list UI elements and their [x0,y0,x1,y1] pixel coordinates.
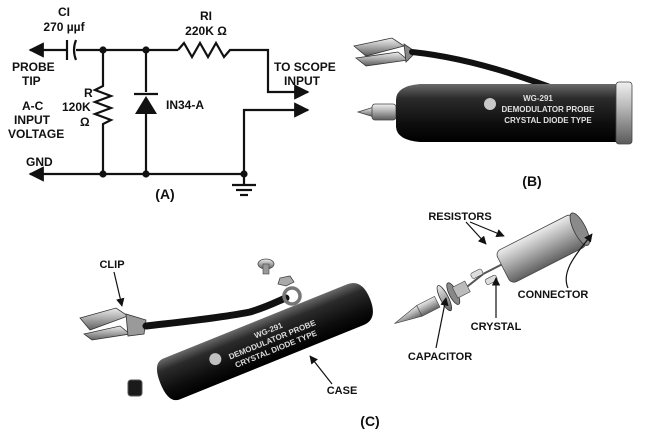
small-sleeve [127,379,143,397]
logo-b [484,98,496,110]
caption-a: (A) [155,186,174,202]
clip-label: CLIP [99,259,124,271]
to-scope-arrow [266,66,310,100]
imprint-b-line1: WG-291 [523,94,553,103]
caption-c: (C) [360,413,379,429]
junction-node [99,170,107,178]
capacitor-label: CAPACITOR [408,351,472,363]
junction-node [142,170,150,178]
scope-label-line1: TO SCOPE [274,60,336,74]
clip-leader [113,271,125,307]
diode-symbol [134,50,158,174]
probe-tip-label-line2: TIP [22,74,41,88]
case-leader [309,355,333,385]
scope-label-line2: INPUT [284,74,321,88]
photo-c: WG-291 DEMODULATOR PROBE CRYSTAL DIODE T… [79,211,593,429]
capacitor-c1-symbol [65,39,78,61]
ac-input-label-line3: VOLTAGE [8,127,64,141]
scope-ground-arrow [242,102,310,184]
r1-value: 220K Ω [185,24,227,38]
rear-collar-b [615,81,633,145]
probe-tip-label-line1: PROBE [12,60,55,74]
screw-image [257,258,295,287]
ac-input-label-line2: INPUT [14,113,51,127]
caption-b: (B) [522,173,541,189]
r1-name: RI [200,9,212,23]
clip-c-image [79,307,147,341]
ring-lug [282,286,302,306]
ac-input-label-line1: A-C [22,99,44,113]
clip-b-image [353,37,417,67]
ground-symbol [232,183,256,197]
resistors-leader-2 [469,221,505,238]
resistor-r-symbol [91,50,115,174]
probe-nose-b [371,103,397,121]
c1-value: 270 µµf [43,20,85,34]
imprint-b-line3: CRYSTAL DIODE TYPE [504,116,592,125]
lead-wire-c [142,294,290,330]
probe-case-b [396,84,616,142]
resistors-leader-1 [465,221,487,245]
resistor-r1-symbol [177,40,270,66]
photo-b: WG-291 DEMODULATOR PROBE CRYSTAL DIODE T… [353,37,633,189]
connector-leader [565,233,593,289]
imprint-b-line2: DEMODULATOR PROBE [501,105,595,114]
gnd-label: GND [26,155,53,169]
resistors-label: RESISTORS [428,211,491,223]
schematic: CI 270 µµf RI 220K Ω PROBE TIP A-C INPUT… [8,5,336,202]
connector-label: CONNECTOR [518,289,589,301]
r-value: 120K [62,100,91,114]
case-c-image: WG-291 DEMODULATOR PROBE CRYSTAL DIODE T… [156,283,373,401]
c1-name: CI [58,5,70,19]
r-unit: Ω [80,115,90,129]
case-label: CASE [327,385,358,397]
r-name: R [84,86,93,100]
crystal-label: CRYSTAL [471,321,522,333]
capacitor-leader [435,297,449,349]
diode-label: IN34-A [166,98,204,112]
